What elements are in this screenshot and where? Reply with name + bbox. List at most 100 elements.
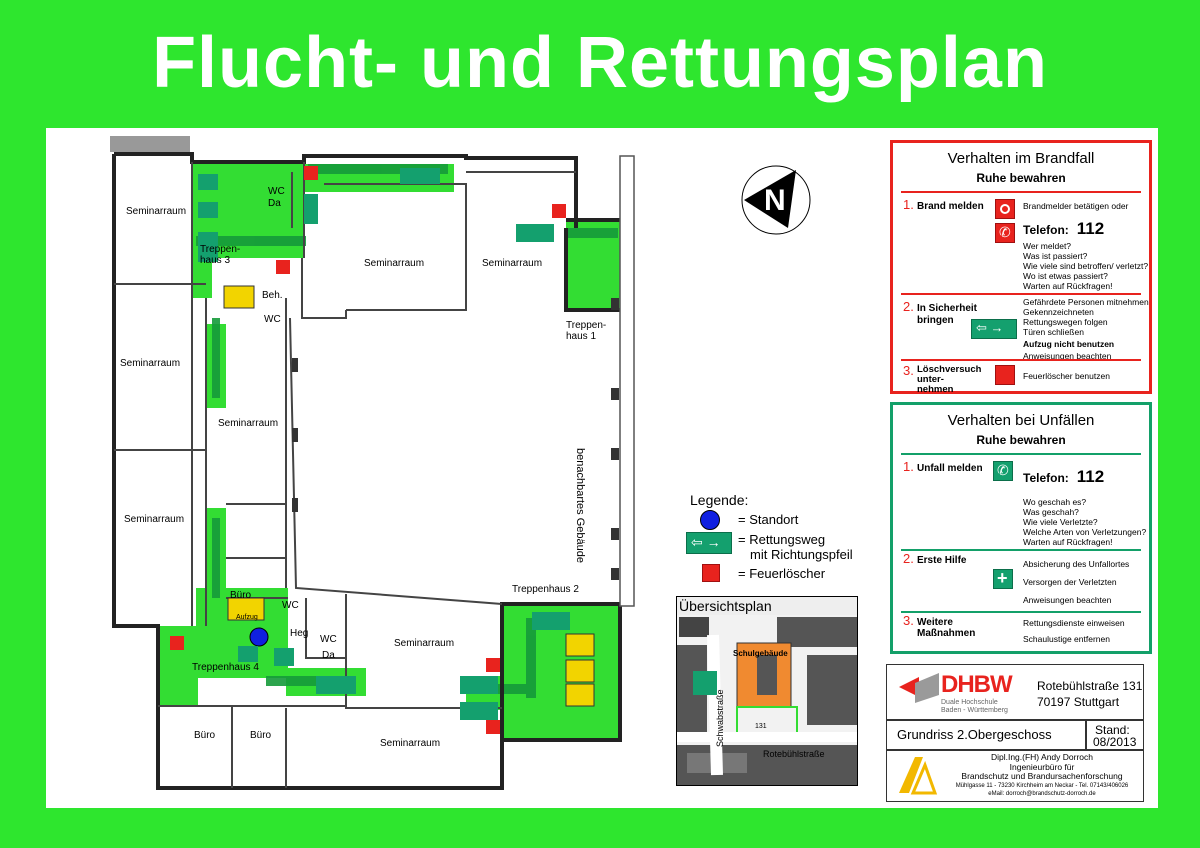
exit-sign-icon: ⇦ → bbox=[686, 532, 732, 554]
compass-letter: N bbox=[764, 184, 786, 217]
standort-icon bbox=[700, 510, 720, 530]
divider bbox=[901, 453, 1141, 455]
room-label: Seminarraum bbox=[380, 738, 441, 749]
room-label: Seminarraum bbox=[482, 258, 543, 269]
fire-step-3-label: Löschversuch unter- nehmen bbox=[917, 364, 982, 395]
room-label: WC bbox=[264, 314, 281, 325]
info-block: DHBW Duale Hochschule Baden - Württember… bbox=[886, 664, 1144, 802]
legend-title: Legende: bbox=[690, 492, 749, 508]
floor-plan: Seminarraum Seminarraum Seminarraum Semi… bbox=[46, 128, 813, 808]
extinguishers bbox=[170, 166, 566, 734]
accident-step-2-no: 2. bbox=[903, 551, 914, 566]
extinguisher-2 bbox=[552, 204, 566, 218]
accident-tel-number: 112 bbox=[1076, 467, 1105, 486]
room-label: Seminarraum bbox=[394, 638, 455, 649]
divider bbox=[901, 359, 1141, 361]
divider bbox=[887, 749, 1143, 751]
logo-sub-1: Duale Hochschule bbox=[941, 699, 998, 706]
overview-number: 131 bbox=[755, 723, 767, 730]
accident-tel: Telefon:112 bbox=[1023, 467, 1105, 486]
room-label: Seminarraum bbox=[364, 258, 425, 269]
phone-icon: ✆ bbox=[995, 223, 1015, 243]
address-line-1: Rotebühlstraße 131 bbox=[1037, 679, 1143, 693]
fire-step-2-text: Gefährdete Personen mitnehmen Gekennzeic… bbox=[1023, 297, 1149, 361]
divider bbox=[901, 191, 1141, 193]
neighbour-label: benachbartes Gebäude bbox=[574, 448, 586, 563]
logo-sub-2: Baden - Württemberg bbox=[941, 707, 1008, 714]
divider bbox=[901, 611, 1141, 613]
room-label: Heg bbox=[290, 628, 309, 639]
elevator-label: Aufzug bbox=[236, 614, 258, 621]
stair-label-2: Treppenhaus 2 bbox=[512, 584, 579, 595]
room-label: Seminarraum bbox=[124, 514, 185, 525]
page-title: Flucht- und Rettungsplan bbox=[152, 23, 1048, 103]
accident-step-3-label: Weitere Maßnahmen bbox=[917, 617, 976, 639]
dhbw-logo: DHBW bbox=[941, 671, 1013, 698]
fire-step-1-no: 1. bbox=[903, 197, 914, 212]
legend-standort: = Standort bbox=[738, 512, 799, 527]
room-label: WC bbox=[268, 186, 285, 197]
overview-street-1: Schwabstraße bbox=[715, 689, 725, 747]
legend-route-1: = Rettungsweg bbox=[738, 532, 826, 547]
room-label: Seminarraum bbox=[120, 358, 181, 369]
overview-title: Übersichtsplan bbox=[679, 598, 772, 614]
fire-step-1-line: Brandmelder betätigen oder bbox=[1023, 201, 1129, 211]
engineer-logo-icon bbox=[895, 755, 939, 795]
elevators bbox=[223, 285, 595, 707]
dhbw-logo-icon bbox=[899, 673, 939, 703]
fire-step-3-no: 3. bbox=[903, 363, 914, 378]
extinguisher-6 bbox=[486, 720, 500, 734]
accident-step-3-no: 3. bbox=[903, 613, 914, 628]
accident-step-2-label: Erste Hilfe bbox=[917, 555, 967, 566]
overview-map: Übersichtsplan Schulgebäude 131 Schwabst… bbox=[676, 596, 858, 786]
fire-step-1-label: Brand melden bbox=[917, 201, 984, 212]
room-label: Seminarraum bbox=[126, 206, 187, 217]
extinguisher-icon bbox=[995, 365, 1015, 385]
roof-hatch bbox=[110, 136, 190, 152]
extinguisher-1 bbox=[304, 166, 318, 180]
author-block: Dipl.Ing.(FH) Andy Dorroch Ingenieurbüro… bbox=[955, 752, 1129, 797]
room-label: WC bbox=[282, 600, 299, 611]
room-label: Büro bbox=[194, 730, 216, 741]
divider bbox=[1085, 719, 1087, 749]
plan-exit-signs bbox=[198, 168, 570, 720]
inner-walls bbox=[114, 162, 576, 788]
fire-tel: Telefon:112 bbox=[1023, 219, 1105, 238]
neighbour-wall bbox=[619, 155, 635, 607]
room-label: Büro bbox=[250, 730, 272, 741]
fire-tel-number: 112 bbox=[1076, 219, 1105, 238]
plan-board: Seminarraum Seminarraum Seminarraum Semi… bbox=[46, 128, 1158, 808]
accident-questions: Wo geschah es? Was geschah? Wie viele Ve… bbox=[1023, 497, 1147, 547]
fire-step-2-label: In Sicherheit bringen bbox=[917, 303, 978, 326]
accident-step-1-no: 1. bbox=[903, 459, 914, 474]
stair-label-1: Treppen- haus 1 bbox=[566, 320, 607, 342]
wall-columns bbox=[292, 298, 619, 580]
overview-street-2: Rotebühlstraße bbox=[763, 749, 825, 759]
first-aid-icon: + bbox=[993, 568, 1013, 589]
divider bbox=[901, 293, 1141, 295]
standort-marker bbox=[249, 627, 269, 647]
accident-panel-title: Verhalten bei Unfällen bbox=[947, 412, 1095, 429]
room-label: WC bbox=[320, 634, 337, 645]
accident-panel-subtitle: Ruhe bewahren bbox=[976, 433, 1066, 447]
fire-alarm-icon bbox=[995, 199, 1015, 219]
exit-sign-icon: ⇦ → bbox=[971, 319, 1017, 339]
elevator-2b bbox=[565, 659, 595, 683]
phone-icon: ✆ bbox=[993, 461, 1013, 481]
legend-route-2: mit Richtungspfeil bbox=[750, 547, 853, 562]
fire-questions: Wer meldet? Was ist passiert? Wie viele … bbox=[1023, 241, 1149, 291]
fire-step-2-no: 2. bbox=[903, 299, 914, 314]
compass-icon: N bbox=[740, 164, 812, 236]
accident-panel: Verhalten bei Unfällen Ruhe bewahren 1. … bbox=[890, 402, 1152, 654]
elevator-2c bbox=[565, 683, 595, 707]
fire-panel-subtitle: Ruhe bewahren bbox=[976, 171, 1066, 185]
fire-step-3-line: Feuerlöscher benutzen bbox=[1023, 371, 1110, 381]
stand-date: 08/2013 bbox=[1093, 735, 1137, 749]
room-label: Seminarraum bbox=[218, 418, 279, 429]
extinguisher-icon bbox=[702, 564, 720, 582]
fire-panel-title: Verhalten im Brandfall bbox=[947, 150, 1095, 167]
elevator-4 bbox=[227, 597, 265, 621]
fire-panel: Verhalten im Brandfall Ruhe bewahren 1. … bbox=[890, 140, 1152, 395]
stand-label: Stand: bbox=[1095, 723, 1130, 737]
